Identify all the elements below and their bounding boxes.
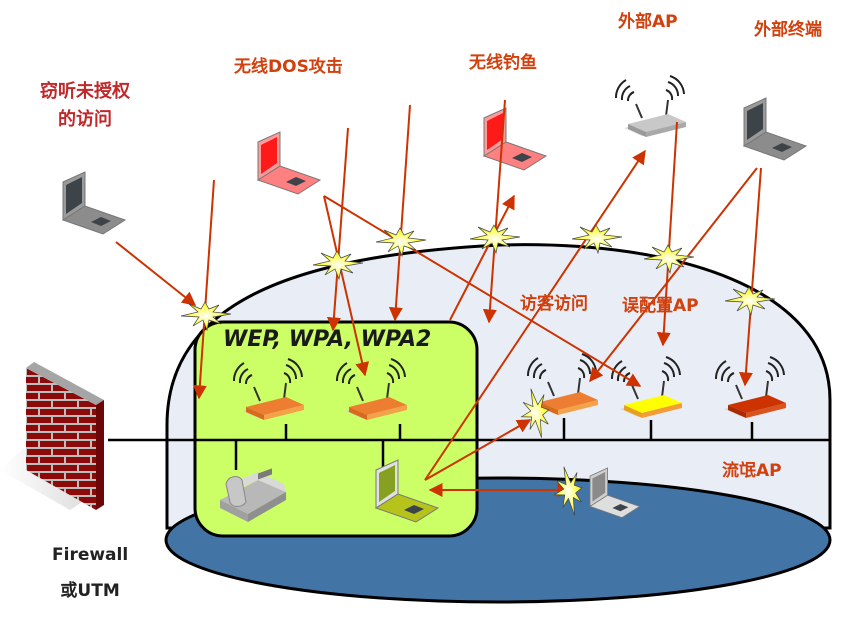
eavesdrop-label: 窃听未授权 的访问 <box>40 78 130 134</box>
eavesdrop-label-line2: 的访问 <box>58 109 112 130</box>
arrow-dos-2 <box>323 195 370 377</box>
arrow-phishing-up <box>449 194 515 321</box>
external-ap-label: 外部AP <box>618 12 678 32</box>
arrow-eavesdrop <box>115 241 197 306</box>
arrow-to-external-ap <box>424 149 646 481</box>
arrow-external-ap-down <box>656 121 678 347</box>
telephone-icon <box>220 468 286 522</box>
eavesdrop-laptop-icon <box>62 171 126 235</box>
wireless-phishing-label: 无线钓鱼 <box>469 53 537 73</box>
network-drops <box>234 418 754 470</box>
dos-laptop-icon <box>257 131 321 195</box>
firewall-label-line1: Firewall <box>52 545 129 565</box>
external-terminal-label: 外部终端 <box>754 20 822 40</box>
external-terminal-laptop-icon <box>743 97 807 161</box>
arrow-internal-to-guest <box>424 419 532 481</box>
arrow-dos-3 <box>323 195 642 387</box>
arrow-dos-1 <box>326 127 349 332</box>
arrow-dos-4 <box>388 104 411 322</box>
encryption-label: WEP, WPA, WPA2 <box>223 327 432 352</box>
arrow-phishing-down <box>482 99 506 324</box>
firewall-icon <box>0 362 104 510</box>
external-ap-icon <box>614 75 687 138</box>
phishing-laptop-icon <box>483 107 547 171</box>
firewall-label-line2: 或UTM <box>60 581 120 601</box>
misconfigured-ap-label: 误配置AP <box>622 296 699 316</box>
arrow-external-terminal-1 <box>589 167 758 383</box>
attack-arrows <box>115 99 762 497</box>
arrow-eavesdrop-drop <box>192 179 215 400</box>
wireless-dos-label: 无线DOS攻击 <box>234 57 343 77</box>
guest-access-label: 访客访问 <box>520 294 588 314</box>
firewall-label: Firewall 或UTM <box>52 537 128 609</box>
rogue-ap-label: 流氓AP <box>722 461 782 481</box>
arrow-external-terminal-2 <box>738 167 762 387</box>
eavesdrop-label-line1: 窃听未授权 <box>40 81 130 102</box>
